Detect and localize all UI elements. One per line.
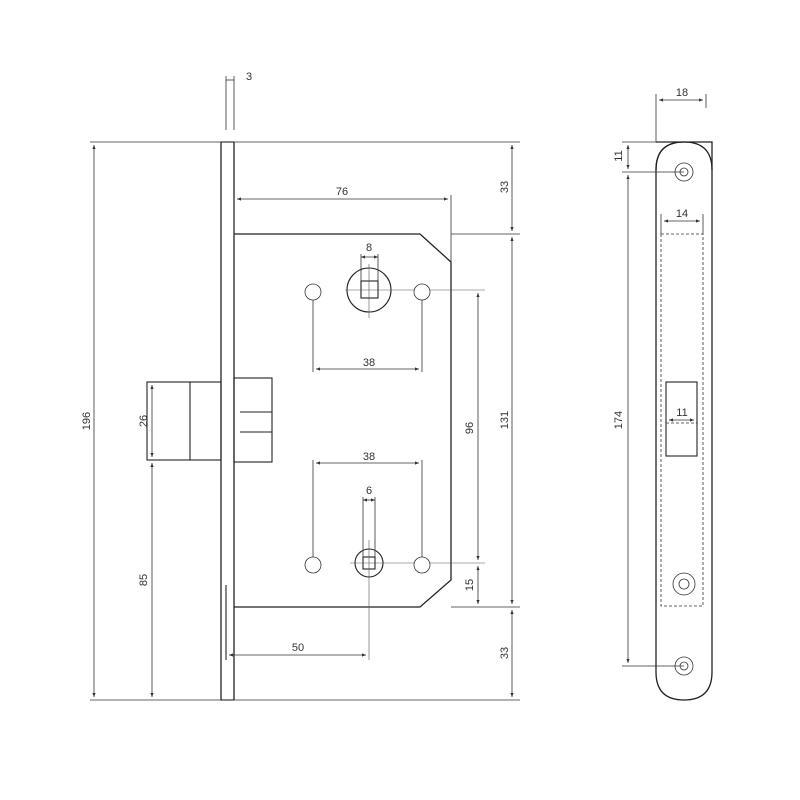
dim-top-margin: 33 — [499, 181, 511, 193]
dim-faceplate-thickness: 3 — [246, 71, 252, 83]
dim-opening-width: 11 — [676, 407, 687, 419]
dim-cylinder-to-case-bottom: 15 — [464, 579, 476, 591]
cylinder-hole — [672, 572, 696, 596]
dim-bottom-margin: 33 — [499, 647, 511, 659]
side-view: 18 11 14 174 11 — [613, 87, 713, 701]
dim-overall-height: 196 — [81, 412, 93, 430]
latch-bolt — [146, 377, 273, 463]
dim-case-height: 131 — [499, 411, 511, 429]
dim-faceplate-width: 18 — [676, 87, 688, 99]
dim-screw-offset: 11 — [613, 150, 625, 161]
side-latch-window — [660, 233, 704, 607]
dim-handle-to-cylinder: 96 — [464, 422, 476, 434]
cylinder-hub — [304, 497, 485, 660]
dim-screw-spacing: 174 — [613, 411, 625, 429]
side-faceplate-outline — [655, 141, 713, 701]
dimension-lines — [92, 79, 514, 697]
lock-case — [234, 233, 452, 608]
front-view: 3 196 26 85 76 8 38 38 6 50 96 15 33 131… — [81, 71, 520, 701]
dim-latch-height: 26 — [138, 415, 150, 427]
dim-upper-hole-spacing: 38 — [363, 357, 375, 369]
dim-latch-opening-width: 14 — [676, 208, 688, 220]
side-latch-opening — [665, 381, 698, 457]
handle-hub — [304, 254, 485, 318]
dim-cylinder-square: 6 — [366, 485, 372, 497]
faceplate — [220, 141, 235, 701]
dim-backset: 76 — [336, 186, 348, 198]
dim-latch-to-bottom: 85 — [138, 574, 150, 586]
dim-lower-hole-spacing: 38 — [363, 451, 375, 463]
dim-cylinder-backset: 50 — [292, 642, 304, 654]
dim-handle-square: 8 — [366, 242, 372, 254]
extension-lines — [90, 76, 520, 701]
